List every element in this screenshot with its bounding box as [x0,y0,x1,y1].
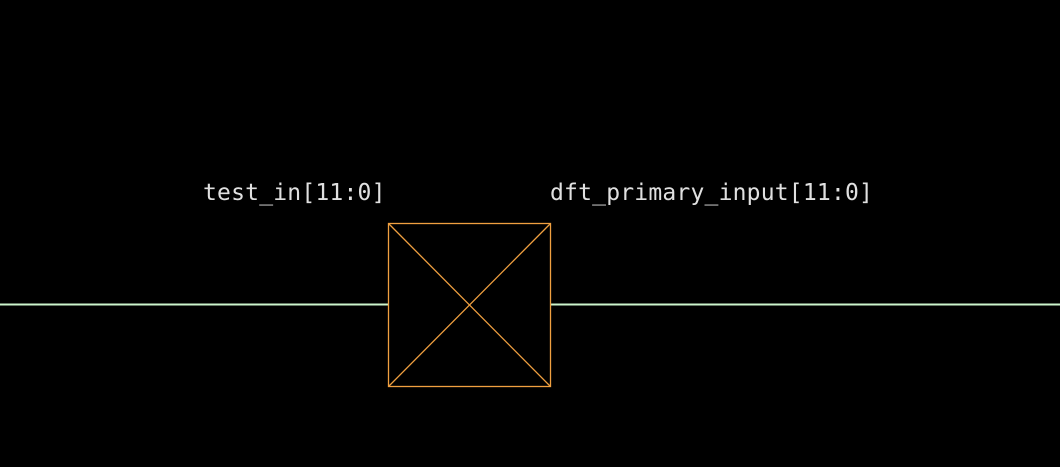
cell-diagonal-b [388,223,551,387]
pass-through-cell[interactable] [387,222,552,388]
output-pin-label[interactable]: dft_primary_input[11:0] [550,180,874,206]
input-pin-label[interactable]: test_in[11:0] [203,180,386,206]
cell-box [387,222,552,388]
